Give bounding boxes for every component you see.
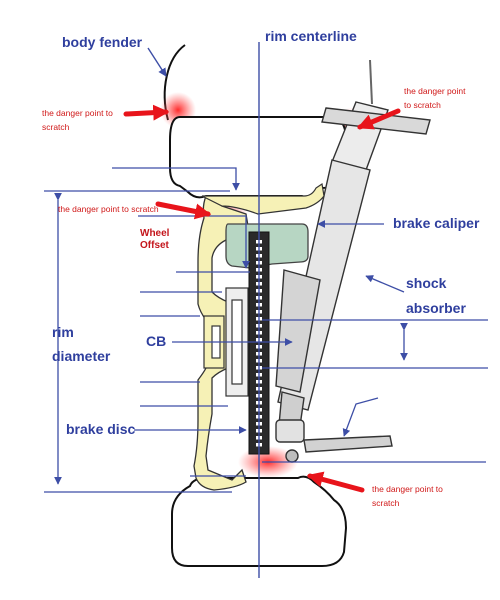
danger-note-bottom-line2: scratch [372, 498, 400, 509]
label-shock: shock [406, 275, 447, 291]
danger-arrows [123, 104, 401, 493]
label-brake-caliper: brake caliper [393, 215, 480, 231]
fender-pointer [147, 47, 167, 77]
danger-note-fender: the danger point to scratch [42, 106, 113, 135]
danger-arrow-bottom [306, 471, 365, 493]
danger-note-bottom: the danger point to scratch [372, 482, 443, 511]
label-rim: rim [52, 324, 74, 340]
danger-note-strut-line1: the danger point [404, 86, 466, 96]
label-absorber: absorber [406, 300, 466, 316]
label-rim-centerline: rim centerline [265, 28, 357, 44]
label-body-fender: body fender [62, 34, 143, 50]
danger-note-caliper-line1: the danger point to scratch [58, 204, 159, 214]
danger-note-bottom-line1: the danger point to [372, 484, 443, 494]
label-cb: CB [146, 333, 167, 349]
danger-arrow-caliper [155, 201, 212, 220]
label-diameter: diameter [52, 348, 111, 364]
rim-diameter-dimension [44, 190, 232, 493]
label-wheel-offset-line2: Offset [140, 240, 169, 251]
danger-note-strut-line2: to scratch [404, 100, 441, 111]
label-wheel-offset-line1: Wheel [140, 228, 170, 239]
danger-arrow-strut [357, 108, 401, 130]
danger-note-fender-line1: the danger point to [42, 108, 113, 118]
danger-note-fender-line2: scratch [42, 122, 70, 133]
rim-top-flange [201, 182, 325, 215]
offset-guides [112, 167, 488, 477]
danger-arrow-fender [123, 104, 170, 121]
danger-note-strut: the danger point to scratch [404, 84, 465, 113]
danger-note-caliper: the danger point to scratch [58, 202, 159, 216]
label-brake-disc: brake disc [66, 421, 136, 437]
